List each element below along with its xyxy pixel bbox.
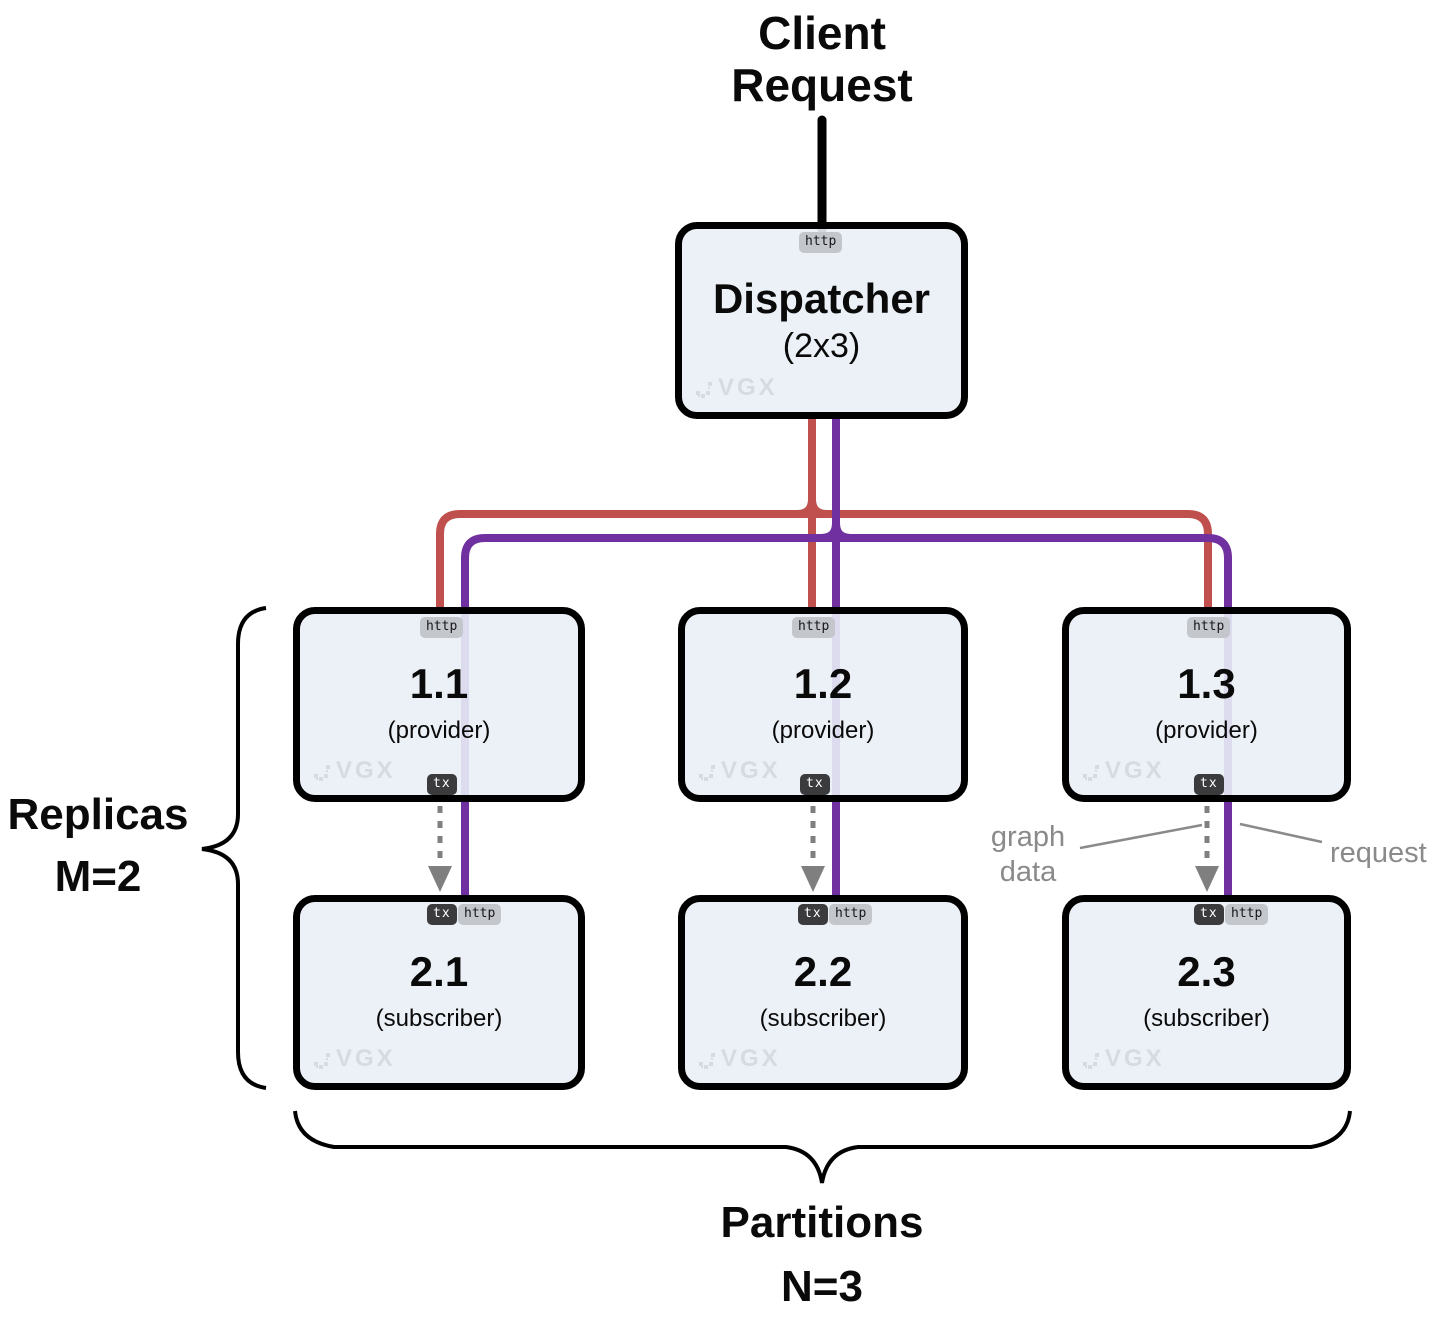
replicas-value: M=2 [54,852,142,901]
tx-port-badge: tx [798,904,828,925]
node-subscriber-2-3: tx http 2.3 (subscriber) VGX [1062,895,1351,1090]
vgx-watermark: VGX [314,1047,396,1071]
vgx-watermark-text: VGX [1105,757,1165,784]
node-role: (provider) [771,717,875,744]
dispatch-line-fanout [436,510,1212,614]
request-pointer-line [1239,822,1323,844]
vgx-watermark-text: VGX [721,757,781,784]
tx-arrowhead-1 [428,866,452,892]
node-role: (subscriber) [759,1005,887,1032]
node-subscriber-2-1: tx http 2.1 (subscriber) VGX [293,895,585,1090]
graph-data-pointer-line [1079,823,1203,850]
tx-port-badge: tx [800,774,830,795]
vgx-watermark-text: VGX [1105,1045,1165,1072]
vgx-logo-icon [1083,765,1099,781]
node-title: 2.3 [1177,948,1236,995]
vgx-watermark-text: VGX [336,757,396,784]
http-port-badge: http [1225,904,1269,925]
node-subscriber-2-2: tx http 2.2 (subscriber) VGX [678,895,968,1090]
node-role: (provider) [387,717,491,744]
tx-port-badge: tx [427,774,457,795]
vgx-watermark: VGX [1083,759,1165,783]
request-line-junction [820,522,852,542]
http-port-badge: http [420,617,464,638]
vgx-watermark-text: VGX [721,1045,781,1072]
vgx-watermark-text: VGX [718,374,778,401]
node-provider-1-3: http tx 1.3 (provider) VGX [1062,607,1351,802]
node-role: (subscriber) [375,1005,503,1032]
http-port-badge: http [1187,617,1231,638]
partitions-brace [293,1110,1352,1184]
replicas-brace [201,606,267,1090]
vgx-watermark: VGX [699,759,781,783]
vgx-watermark: VGX [696,376,778,400]
http-port-badge: http [799,232,843,253]
tx-arrowhead-3 [1195,866,1219,892]
client-request-label: Client Request [731,7,913,111]
node-title: 1.3 [1177,660,1236,707]
dispatcher-subtitle: (2x3) [782,327,861,365]
tx-arrowhead-2 [801,866,825,892]
request-annotation: request [1330,837,1427,869]
dispatch-line-junction [796,498,828,518]
node-provider-1-1: http tx 1.1 (provider) VGX [293,607,585,802]
vgx-watermark: VGX [314,759,396,783]
node-provider-1-2: http tx 1.2 (provider) VGX [678,607,968,802]
http-port-badge: http [829,904,873,925]
tx-port-badge: tx [1194,774,1224,795]
http-port-badge: http [458,904,502,925]
node-title: 2.1 [409,948,469,995]
dispatcher-title: Dispatcher [712,275,931,322]
replicas-label: Replicas [7,790,189,839]
node-title: 1.2 [793,660,853,707]
vgx-logo-icon [696,382,712,398]
node-dispatcher: http Dispatcher (2x3) VGX [675,222,968,419]
vgx-watermark-text: VGX [336,1045,396,1072]
vgx-logo-icon [699,1053,715,1069]
vgx-logo-icon [1083,1053,1099,1069]
graph-data-annotation: graph data [990,821,1066,889]
http-port-badge: http [792,617,836,638]
vgx-logo-icon [699,765,715,781]
vgx-logo-icon [314,1053,330,1069]
vgx-logo-icon [314,765,330,781]
partitions-label: Partitions [720,1198,924,1247]
vgx-watermark: VGX [1083,1047,1165,1071]
tx-port-badge: tx [1194,904,1224,925]
partitions-value: N=3 [781,1262,863,1311]
node-title: 1.1 [409,660,469,707]
node-role: (provider) [1155,717,1258,744]
tx-port-badge: tx [427,904,457,925]
node-title: 2.2 [793,948,853,995]
node-role: (subscriber) [1143,1005,1270,1032]
vgx-watermark: VGX [699,1047,781,1071]
